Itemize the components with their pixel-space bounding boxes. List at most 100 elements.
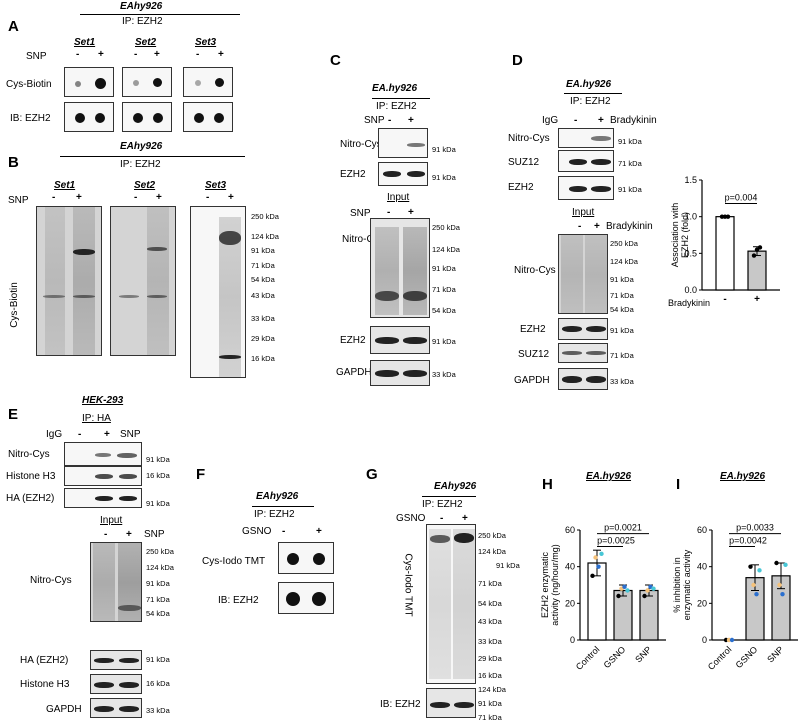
mw-marker: 91 kDa <box>610 275 634 284</box>
mw-marker: 71 kDa <box>251 261 275 270</box>
y-axis-label: activity (ng/hour/mg) <box>550 544 560 626</box>
treatment-label: SNP <box>364 115 385 126</box>
sign-minus: - <box>76 49 80 60</box>
mw-marker: 91 kDa <box>478 699 502 708</box>
data-point <box>783 562 788 568</box>
row-label-ha-ezh2: HA (EZH2) <box>20 655 69 666</box>
treatment-label: SNP <box>350 208 371 219</box>
cell-line-label: EA.hy926 <box>720 471 766 482</box>
x-tick-label: Control <box>706 644 734 672</box>
treatment-label: SNP <box>144 529 165 540</box>
y-tick-label: 0 <box>570 635 575 645</box>
row-label-ha-ezh2: HA (EZH2) <box>6 493 55 504</box>
western-blot <box>370 218 430 318</box>
dot-blot <box>122 102 172 132</box>
cell-line-label: EAhy926 <box>120 1 163 12</box>
row-label-histone-h3: Histone H3 <box>6 471 56 482</box>
mw-marker: 54 kDa <box>146 609 170 618</box>
x-tick-label: Control <box>574 644 602 672</box>
dot-blot <box>122 67 172 97</box>
panel-letter-e: E <box>8 406 19 423</box>
sign-plus: + <box>598 115 604 126</box>
cell-line-label: EA.hy926 <box>566 79 612 90</box>
mw-marker: 29 kDa <box>478 654 502 663</box>
mw-marker: 33 kDa <box>610 377 634 386</box>
p-value-label: p=0.0033 <box>736 523 774 533</box>
mw-marker: 71 kDa <box>610 351 634 360</box>
mw-marker: 16 kDa <box>146 471 170 480</box>
western-blot <box>90 698 142 718</box>
sign-plus: + <box>462 513 468 524</box>
sign-plus: + <box>218 49 224 60</box>
row-label-gapdh: GAPDH <box>336 367 372 378</box>
data-point <box>642 593 647 599</box>
western-blot <box>378 162 428 186</box>
x-tick-label: GSNO <box>734 644 760 670</box>
cell-line-label: EA.hy926 <box>586 471 632 482</box>
x-axis-label: Bradykinin <box>668 298 710 308</box>
set1-label: Set1 <box>54 180 76 191</box>
data-point <box>777 582 782 588</box>
row-label-cys-iodo-tmt: Cys-Iodo TMT <box>202 556 266 567</box>
data-point <box>622 584 627 590</box>
row-label-nitro-cys: Nitro-Cys <box>514 265 556 276</box>
dot-blot <box>278 582 334 614</box>
x-tick-label: - <box>723 294 726 305</box>
row-label-histone-h3: Histone H3 <box>20 679 70 690</box>
p-value-label: p=0.0042 <box>729 536 767 546</box>
ip-label: IP: EZH2 <box>122 16 163 27</box>
western-blot <box>64 442 142 466</box>
dot-blot <box>64 102 114 132</box>
treatment-label: Bradykinin <box>606 221 653 232</box>
mw-marker: 71 kDa <box>618 159 642 168</box>
data-point <box>751 582 756 588</box>
mw-marker: 33 kDa <box>478 637 502 646</box>
ip-label: IP: EZH2 <box>120 159 161 170</box>
data-point <box>625 588 630 593</box>
row-label-gapdh: GAPDH <box>514 375 550 386</box>
mw-marker: 250 kDa <box>478 531 506 540</box>
mw-marker: 250 kDa <box>432 223 460 232</box>
treatment-label: SNP <box>26 51 47 62</box>
dot-blot <box>183 67 233 97</box>
sign-plus: + <box>594 221 600 232</box>
mw-marker: 124 kDa <box>610 257 638 266</box>
western-blot <box>190 206 246 378</box>
treatment-label: GSNO <box>396 513 426 524</box>
sign-plus: + <box>316 526 322 537</box>
mw-marker: 43 kDa <box>251 291 275 300</box>
western-blot <box>558 343 608 363</box>
row-label-nitro-cys: Nitro-Cys <box>342 234 384 245</box>
mw-marker: 124 kDa <box>478 685 506 694</box>
sign-minus: - <box>440 513 444 524</box>
bar <box>639 589 659 641</box>
bar <box>613 589 633 641</box>
western-blot <box>558 128 614 148</box>
sign-plus: + <box>408 207 414 218</box>
sign-plus: + <box>126 529 132 540</box>
data-point <box>729 637 735 643</box>
western-blot <box>558 368 608 390</box>
treatment-label: SNP <box>8 195 29 206</box>
mw-marker: 33 kDa <box>432 370 456 379</box>
input-label: Input <box>100 515 123 526</box>
ip-label: IP: EZH2 <box>422 499 463 510</box>
row-label-ezh2: EZH2 <box>340 335 366 346</box>
y-tick-label: 20 <box>697 598 707 608</box>
mw-marker: 91 kDa <box>618 137 642 146</box>
data-point <box>780 591 785 597</box>
row-label-cys-biotin: Cys-Biotin <box>6 79 52 90</box>
lane-igg: IgG <box>46 429 63 440</box>
data-point <box>651 586 656 591</box>
panel-letter-b: B <box>8 154 19 171</box>
mw-marker: 71 kDa <box>146 595 170 604</box>
data-point <box>599 551 604 557</box>
sign-plus: + <box>408 115 414 126</box>
mw-marker: 91 kDa <box>432 145 456 154</box>
dot-blot <box>183 102 233 132</box>
panel-letter-h: H <box>542 476 553 493</box>
mw-marker: 54 kDa <box>478 599 502 608</box>
mw-marker: 16 kDa <box>478 671 502 680</box>
panel-letter-c: C <box>330 52 341 69</box>
